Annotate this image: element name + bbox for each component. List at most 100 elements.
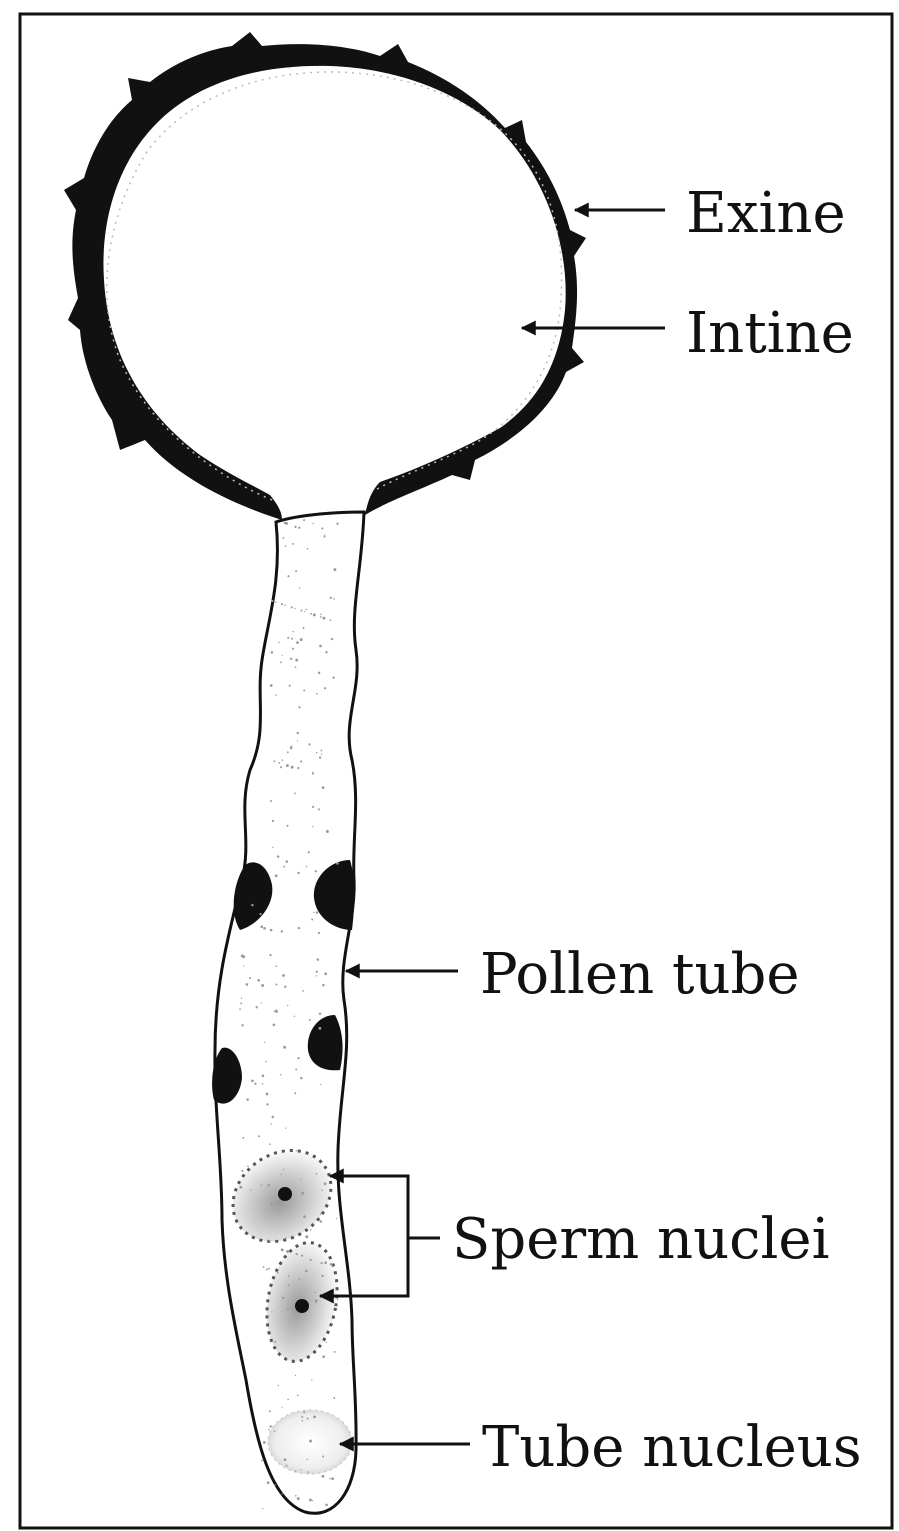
stipple-dot <box>275 1484 276 1485</box>
stipple-dot <box>241 1170 243 1172</box>
stipple-dot <box>246 1098 248 1100</box>
stipple-dot <box>269 1410 271 1412</box>
stipple-dot <box>336 862 339 865</box>
stipple-dot <box>310 613 312 615</box>
stipple-dot <box>305 1270 308 1273</box>
stipple-dot <box>290 1199 291 1200</box>
stipple-dot <box>300 610 302 612</box>
stipple-dot <box>246 983 249 986</box>
stipple-dot <box>337 1299 338 1300</box>
stipple-dot <box>281 930 283 932</box>
stipple-dot <box>320 616 322 618</box>
stipple-dot <box>291 766 294 769</box>
stipple-dot <box>263 1266 265 1268</box>
stipple-dot <box>332 1265 334 1267</box>
stipple-dot <box>261 984 264 987</box>
stipple-dot <box>287 751 289 753</box>
stipple-dot <box>275 601 277 603</box>
stipple-dot <box>330 619 332 621</box>
stipple-dot <box>261 925 264 928</box>
stipple-dot <box>277 855 279 857</box>
stipple-dot <box>269 954 271 956</box>
stipple-dot <box>256 1006 258 1008</box>
stipple-dot <box>290 658 292 660</box>
stipple-dot <box>282 655 283 656</box>
stipple-dot <box>239 1186 242 1189</box>
stipple-dot <box>322 1355 325 1358</box>
stipple-dot <box>265 1061 266 1062</box>
stipple-dot <box>300 1469 301 1470</box>
stipple-dot <box>283 1169 285 1171</box>
stipple-dot <box>323 617 326 620</box>
stipple-dot <box>262 1508 263 1509</box>
stipple-dot <box>297 872 299 874</box>
stipple-dot <box>316 911 319 914</box>
stipple-dot <box>321 527 323 529</box>
stipple-dot <box>314 1292 316 1294</box>
stipple-dot <box>272 847 273 848</box>
stipple-dot <box>322 1456 324 1458</box>
stipple-dot <box>293 631 294 632</box>
stipple-dot <box>270 800 272 802</box>
pollen-tube-outline <box>215 512 364 1513</box>
stipple-dot <box>287 1399 289 1401</box>
stipple-dot <box>239 1008 241 1010</box>
stipple-dot <box>263 1441 266 1444</box>
stipple-dot <box>325 1504 328 1507</box>
stipple-dot <box>295 1068 297 1070</box>
pollen-tube-label: Pollen tube <box>480 942 800 1007</box>
stipple-dot <box>281 1493 282 1494</box>
stipple-dot <box>294 526 296 528</box>
stipple-dot <box>317 958 320 961</box>
stipple-dot <box>280 662 282 664</box>
stipple-dot <box>262 1074 265 1077</box>
stipple-dot <box>307 1459 308 1460</box>
stipple-dot <box>320 1220 323 1223</box>
stipple-dot <box>281 1407 282 1408</box>
stipple-dot <box>303 519 305 521</box>
stipple-dot <box>297 1394 299 1396</box>
stipple-dot <box>334 1351 336 1353</box>
stipple-dot <box>261 1002 262 1003</box>
sperm-nuclei-label: Sperm nuclei <box>452 1207 829 1272</box>
stipple-dot <box>320 614 321 615</box>
stipple-dot <box>267 1184 270 1187</box>
stipple-dot <box>243 965 244 966</box>
stipple-dot <box>276 1011 278 1013</box>
stipple-dot <box>296 1253 298 1255</box>
stipple-dot <box>266 1269 268 1271</box>
stipple-dot <box>270 684 273 687</box>
stipple-dot <box>307 548 309 550</box>
stipple-dot <box>336 1218 337 1219</box>
stipple-dot <box>249 977 251 979</box>
stipple-dot <box>329 1478 331 1480</box>
stipple-dot <box>271 1311 272 1312</box>
exine-label: Exine <box>686 181 846 246</box>
exine-wall <box>64 32 586 520</box>
stipple-dot <box>259 913 261 915</box>
stipple-dot <box>313 1416 316 1419</box>
stipple-dot <box>258 1135 260 1137</box>
stipple-dot <box>298 927 300 929</box>
stipple-dot <box>250 1189 252 1191</box>
stipple-dot <box>324 687 326 689</box>
stipple-dot <box>284 985 286 987</box>
stipple-dot <box>311 919 313 921</box>
stipple-dot <box>287 575 289 577</box>
stipple-dot <box>310 1259 312 1261</box>
stipple-dot <box>321 1275 323 1277</box>
stipple-dot <box>285 545 287 547</box>
stipple-dot <box>284 1458 287 1461</box>
stipple-dot <box>283 537 285 539</box>
stipple-dot <box>257 979 260 982</box>
stipple-dot <box>273 1023 276 1026</box>
intine-label: Intine <box>686 301 854 366</box>
stipple-dot <box>305 1235 308 1238</box>
stipple-dot <box>295 659 298 662</box>
stipple-dot <box>331 1298 333 1300</box>
stipple-dot <box>321 1262 323 1264</box>
stipple-dot <box>307 1418 309 1420</box>
stipple-dot <box>300 638 303 641</box>
stipple-dot <box>316 971 318 973</box>
stipple-dot <box>286 1250 289 1253</box>
